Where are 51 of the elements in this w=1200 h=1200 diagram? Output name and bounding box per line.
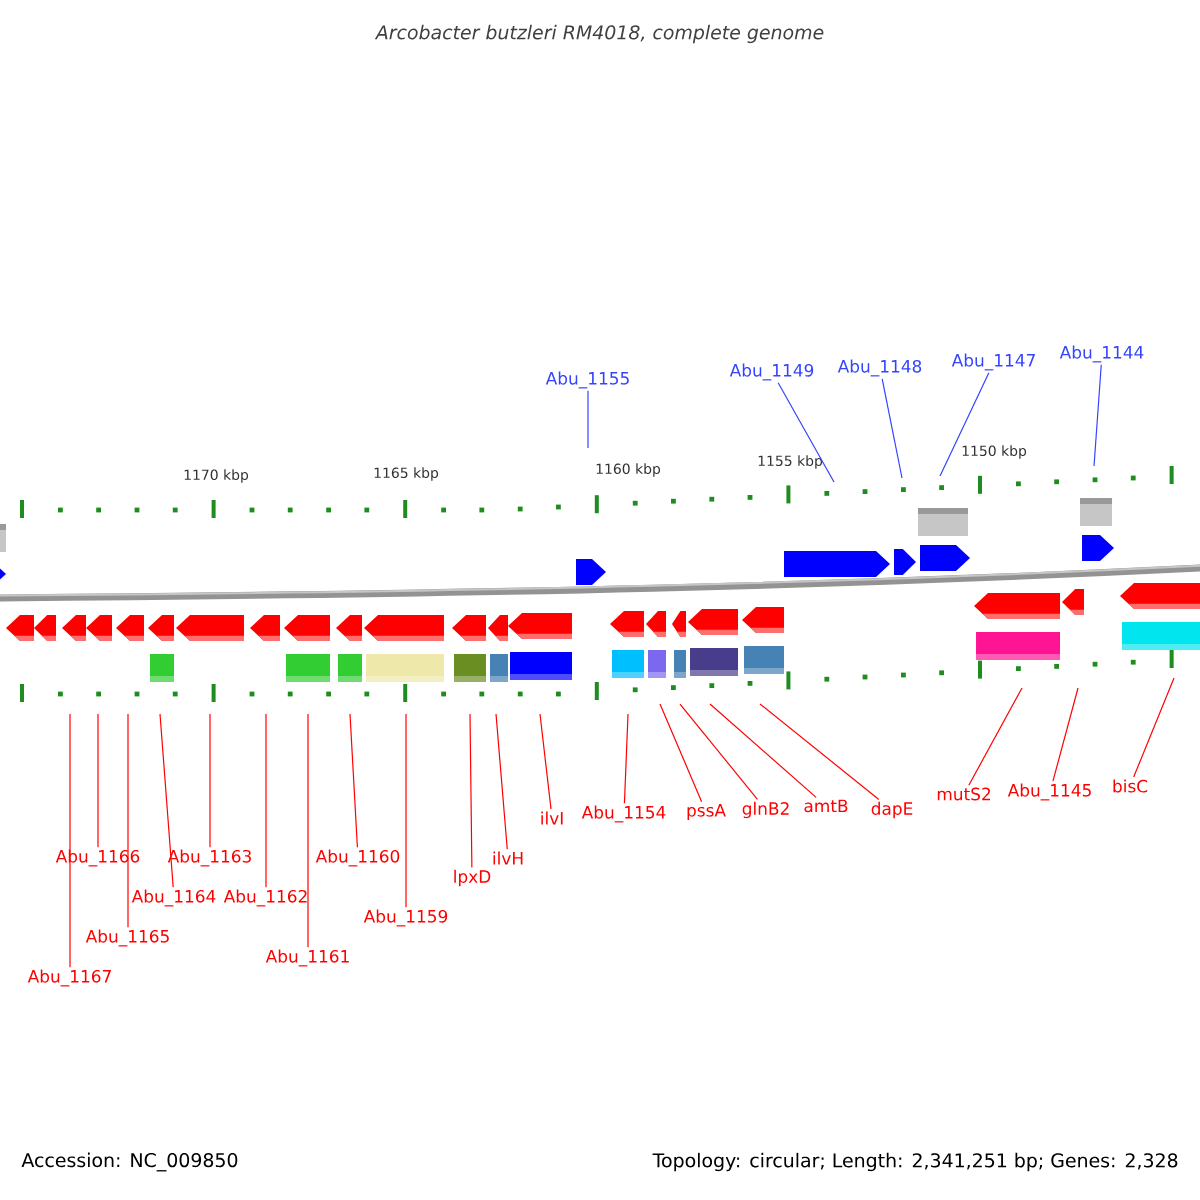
gene-label: Abu_1161 [265, 949, 349, 967]
leader-line [539, 713, 552, 810]
footer-text: Topology: circular; Length: 2,341,251 bp; Genes: 2,328 [652, 1152, 1178, 1172]
leader-line [623, 713, 629, 804]
leader-line [587, 390, 589, 449]
leader-line [349, 713, 358, 848]
gene-label: ilvH [493, 851, 523, 865]
title: Arcobacter butzleri RM4018, complete genome [374, 24, 824, 44]
gene-label: Abu_1145 [1007, 783, 1091, 801]
leader-line [265, 713, 267, 888]
gene-label: Abu_1160 [315, 849, 400, 867]
leader-line [1133, 677, 1175, 778]
gene-label: Abu_1167 [27, 969, 111, 987]
gene-label: Abu_1164 [131, 889, 216, 907]
leader-line [97, 713, 99, 848]
leader-line [469, 713, 473, 868]
gene-label: Abu_1159 [363, 909, 448, 927]
leader-line [405, 713, 407, 908]
leader-line [69, 713, 71, 968]
gene-label: ilvI [541, 811, 563, 825]
leader-line [759, 703, 880, 800]
leader-line [495, 713, 508, 850]
gene-label: Abu_1154 [581, 805, 666, 823]
leader-line [709, 703, 817, 798]
gene-label: Abu_1149 [729, 363, 814, 381]
leader-line [1052, 687, 1079, 782]
gene-label: Abu_1165 [85, 929, 169, 947]
gene-label: bisC [1113, 779, 1148, 793]
gene-label: lpxD [454, 869, 491, 887]
leader-line [968, 687, 1023, 786]
gene-label: Abu_1148 [837, 359, 922, 377]
gene-label: dapE [871, 801, 913, 819]
gene-label: pssA [687, 804, 726, 820]
gene-label: amtB [804, 799, 848, 813]
gene-label: Abu_1144 [1059, 345, 1144, 363]
gene-label: Abu_1155 [545, 371, 629, 389]
gene-label: Abu_1162 [223, 889, 307, 907]
leader-line [939, 372, 990, 477]
leader-line [1093, 364, 1102, 467]
gene-label: mutS2 [937, 787, 991, 801]
footer-text: Accession: NC_009850 [21, 1152, 238, 1172]
gene-label: Abu_1147 [951, 353, 1035, 371]
leader-line [159, 713, 174, 888]
leader-line [307, 713, 309, 948]
gene-label: glnB2 [742, 801, 789, 819]
leader-line [209, 713, 211, 848]
leader-line [777, 382, 835, 483]
leader-line [881, 378, 903, 479]
leader-line [127, 713, 129, 928]
leader-line [679, 703, 759, 800]
leader-line [659, 703, 703, 803]
